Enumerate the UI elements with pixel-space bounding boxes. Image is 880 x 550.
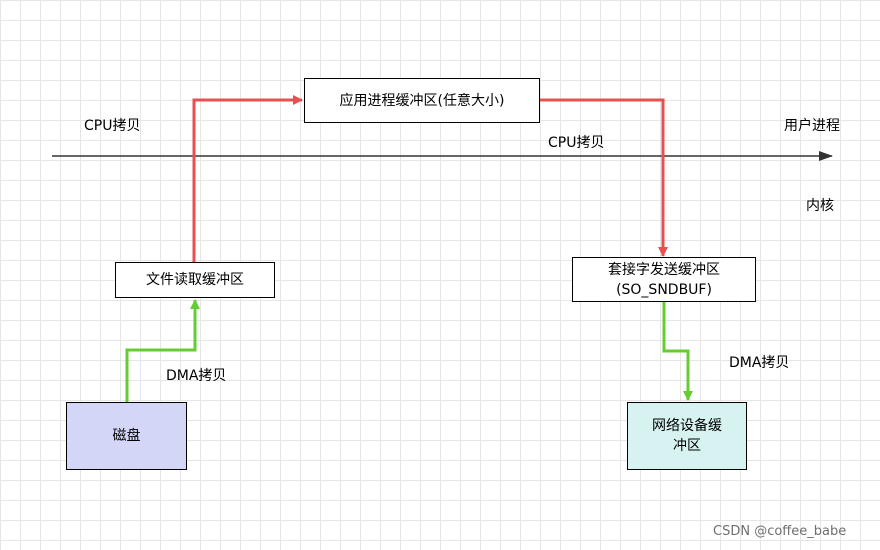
cpu-copy-edge-to-socket-buffer xyxy=(540,98,668,257)
kernel-label: 内核 xyxy=(806,198,834,214)
cpu-copy-label-left: CPU拷贝 xyxy=(84,118,141,134)
disk-label: 磁盘 xyxy=(112,428,141,444)
disk-node: 磁盘 xyxy=(66,402,187,470)
user-process-label: 用户进程 xyxy=(784,118,840,134)
file-buffer-label: 文件读取缓冲区 xyxy=(146,272,244,288)
nic-buffer-label-line1: 网络设备缓 xyxy=(652,418,722,434)
app-buffer-node: 应用进程缓冲区(任意大小) xyxy=(304,78,540,123)
nic-buffer-label-line2: 冲区 xyxy=(673,438,701,454)
socket-buffer-label-line2: (SO_SNDBUF) xyxy=(616,281,712,298)
dma-copy-edge-to-file-buffer xyxy=(125,299,200,402)
app-buffer-label: 应用进程缓冲区(任意大小) xyxy=(339,92,505,109)
file-buffer-node: 文件读取缓冲区 xyxy=(115,262,275,298)
watermark-text: CSDN @coffee_babe xyxy=(713,524,847,539)
socket-buffer-label-line1: 套接字发送缓冲区 xyxy=(608,261,720,278)
cpu-copy-edge-to-app-buffer xyxy=(192,95,303,262)
dma-copy-label-right: DMA拷贝 xyxy=(729,355,790,371)
dma-copy-label-left: DMA拷贝 xyxy=(166,368,227,384)
dma-copy-edge-to-nic-buffer xyxy=(662,302,693,401)
nic-buffer-node: 网络设备缓 冲区 xyxy=(627,402,747,470)
cpu-copy-label-right: CPU拷贝 xyxy=(548,135,605,151)
socket-buffer-node: 套接字发送缓冲区 (SO_SNDBUF) xyxy=(572,257,756,302)
